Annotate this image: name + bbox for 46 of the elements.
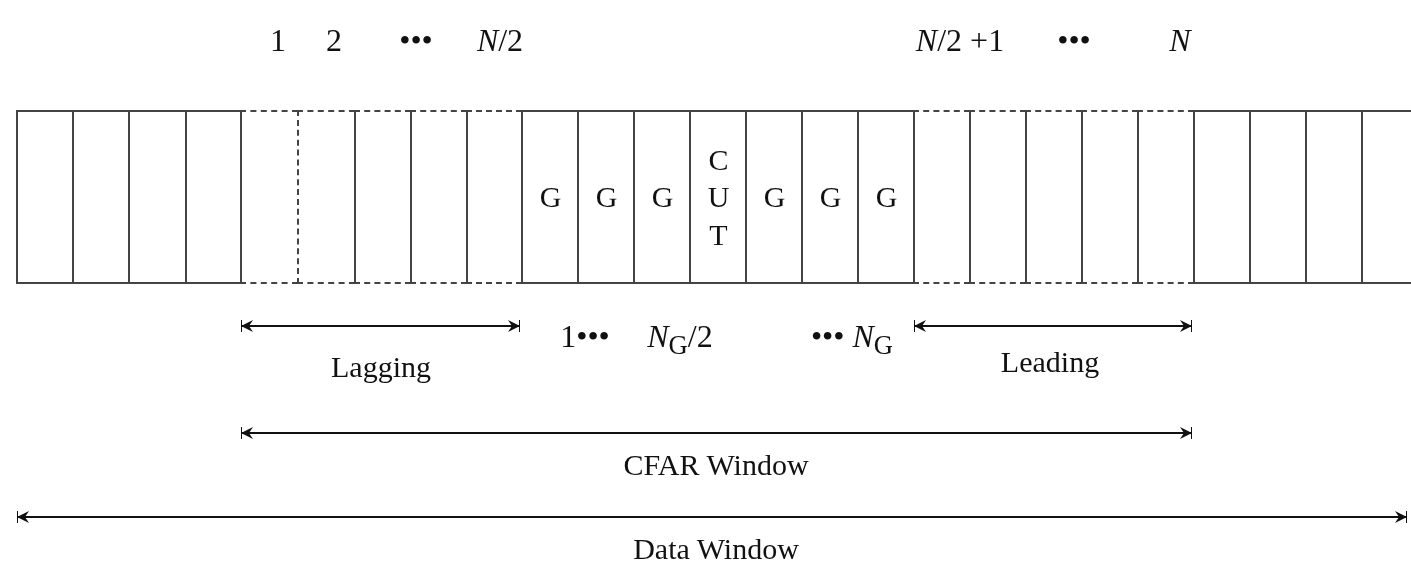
range-cell bbox=[745, 110, 802, 284]
range-cell bbox=[1193, 110, 1250, 284]
range-cell bbox=[1249, 110, 1306, 284]
cell-label: G bbox=[874, 179, 899, 216]
range-cell bbox=[466, 110, 522, 284]
range-cell bbox=[969, 110, 1026, 284]
cell-index: 2 bbox=[326, 22, 342, 59]
range-cell bbox=[801, 110, 858, 284]
ellipsis: ••• bbox=[399, 22, 433, 59]
cell-label: C U T bbox=[706, 141, 731, 253]
ellipsis: ••• bbox=[1057, 22, 1091, 59]
cell-label: G bbox=[538, 179, 563, 216]
range-cell bbox=[521, 110, 578, 284]
range-cell bbox=[240, 110, 298, 284]
cell-index: 1 bbox=[270, 22, 286, 59]
range-cell bbox=[1305, 110, 1362, 284]
window-label: CFAR Window bbox=[623, 448, 809, 482]
range-cell bbox=[72, 110, 129, 284]
guard-index: ••• N$_{G}$ bbox=[810, 318, 894, 362]
window-label: Lagging bbox=[331, 350, 431, 384]
cell-index: N bbox=[1169, 22, 1191, 59]
range-cell bbox=[297, 110, 355, 284]
cell-label: G bbox=[762, 179, 787, 216]
guard-index: N$_{G}$/2 bbox=[647, 318, 713, 362]
range-cell bbox=[354, 110, 411, 284]
cell-index: N/2 bbox=[476, 22, 524, 59]
range-cell bbox=[1361, 110, 1411, 284]
range-cell bbox=[1025, 110, 1082, 284]
cell-label: G bbox=[650, 179, 675, 216]
range-cell bbox=[128, 110, 186, 284]
range-cell bbox=[16, 110, 73, 284]
cell-index: N/2 +1 bbox=[915, 22, 1005, 59]
guard-index: 1••• bbox=[560, 318, 610, 355]
range-cell bbox=[1081, 110, 1138, 284]
window-label: Data Window bbox=[633, 532, 799, 566]
range-cell bbox=[913, 110, 970, 284]
range-cell bbox=[633, 110, 690, 284]
range-cell bbox=[410, 110, 467, 284]
range-cell bbox=[857, 110, 914, 284]
range-cell bbox=[185, 110, 241, 284]
cell-label: G bbox=[594, 179, 619, 216]
range-cell bbox=[1137, 110, 1194, 284]
window-label: Leading bbox=[1000, 345, 1100, 379]
range-cell bbox=[689, 110, 746, 284]
range-cell bbox=[577, 110, 634, 284]
cell-label: G bbox=[818, 179, 843, 216]
